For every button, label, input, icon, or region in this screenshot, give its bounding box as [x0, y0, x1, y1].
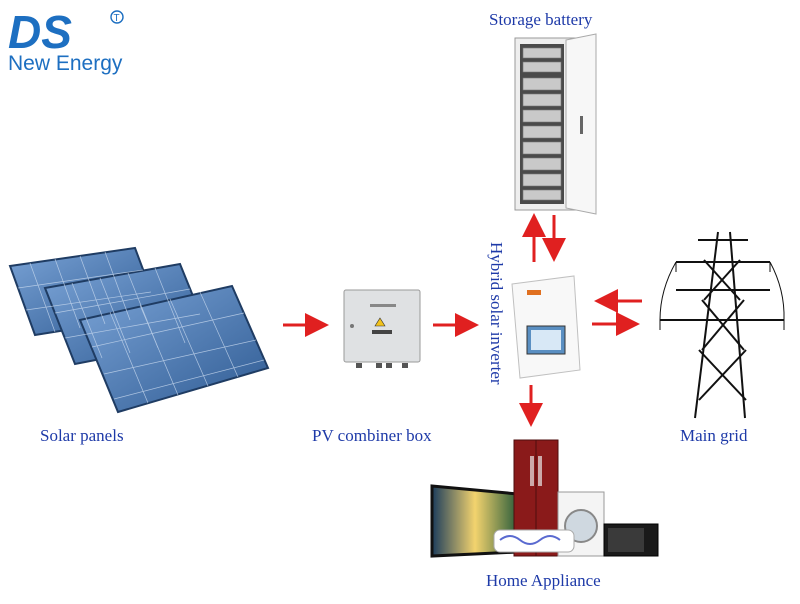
logo-letters: DS [8, 6, 72, 58]
trademark-circle [110, 10, 124, 24]
label-hybrid-solar-inverter: Hybrid solar inverter [487, 242, 506, 385]
label-solar-panels: Solar panels [40, 426, 124, 445]
hybrid-solar-inverter [511, 275, 581, 379]
label-main-grid: Main grid [680, 426, 748, 445]
pv-combiner-box [343, 289, 421, 368]
storage-battery-cabinet [514, 33, 597, 215]
main-grid-tower [659, 231, 785, 419]
label-home-appliance: Home Appliance [486, 571, 601, 590]
solar-panels [8, 246, 270, 414]
home-appliances [430, 439, 659, 558]
trademark-letter: T [114, 13, 120, 24]
label-storage-battery: Storage battery [489, 10, 593, 29]
logo: DS T [8, 6, 124, 58]
brand-name: New Energy [8, 52, 123, 75]
label-pv-combiner-box: PV combiner box [312, 426, 432, 445]
